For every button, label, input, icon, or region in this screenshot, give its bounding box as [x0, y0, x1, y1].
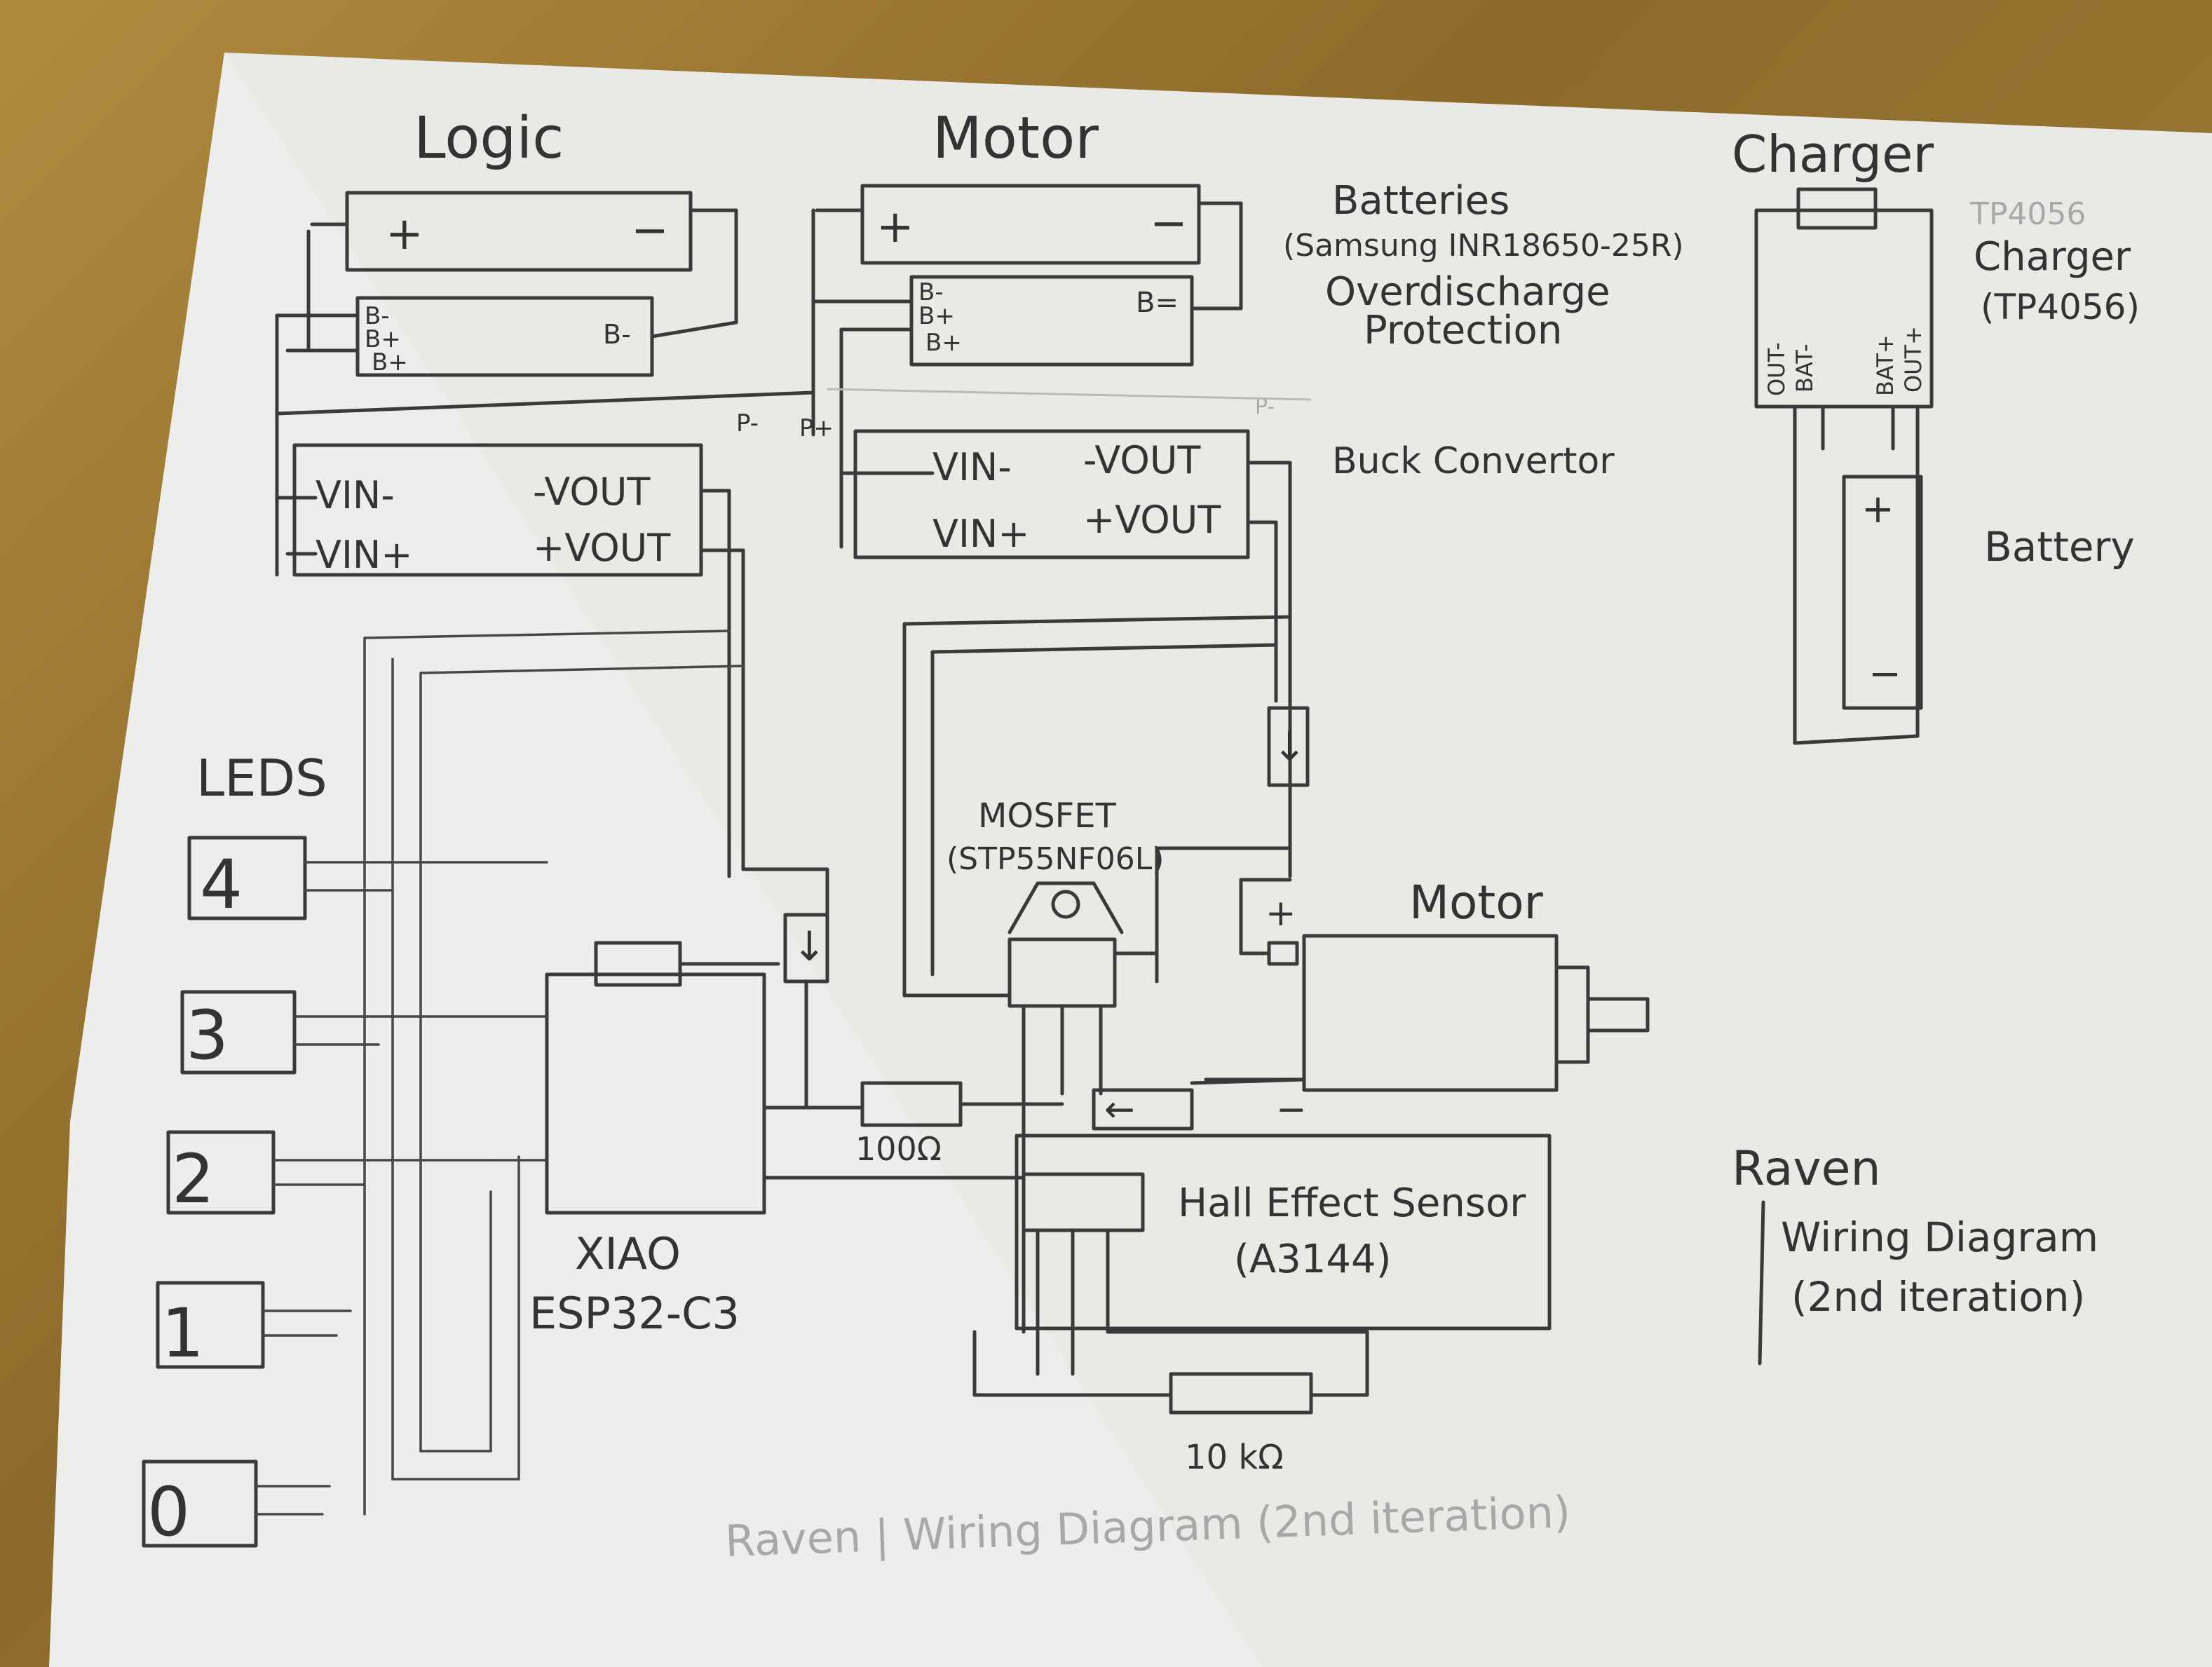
- hall-effect-sensor: Hall Effect Sensor (A3144): [972, 1134, 1552, 1397]
- led-1: 1: [156, 1281, 265, 1373]
- iteration-title: (2nd iteration): [1791, 1273, 2085, 1321]
- charger-bat-minus: BAT-: [1791, 343, 1818, 393]
- logic-b-minus: B-: [365, 302, 390, 330]
- charger-model-label: (TP4056): [1981, 287, 2140, 327]
- led-0: 0: [142, 1460, 258, 1551]
- mosfet-model-label: (STP55NF06L): [946, 841, 1164, 877]
- logic-b-plus: B+: [365, 325, 401, 353]
- charger-battery-minus: −: [1868, 651, 1901, 697]
- motor-b-minus: B-: [918, 278, 944, 306]
- battery-label: Battery: [1984, 523, 2135, 571]
- motor-vin-plus: VIN+: [932, 512, 1030, 556]
- motor-diode: ↓: [1267, 706, 1310, 850]
- logic-vout-minus: -VOUT: [533, 470, 651, 514]
- charger-battery: + −: [1793, 475, 1923, 745]
- logic-battery: + −: [310, 191, 738, 325]
- motor-title: Motor: [932, 105, 1099, 172]
- mosfet-label: MOSFET: [978, 796, 1117, 836]
- resistor-10k-label: 10 kΩ: [1185, 1438, 1284, 1477]
- raven-title: Raven: [1732, 1141, 1881, 1197]
- logic-battery-plus: +: [386, 208, 423, 260]
- motor-protection-board: B- B+ B+ B=: [811, 208, 1243, 549]
- charger-label: Charger: [1974, 234, 2131, 280]
- logic-vin-plus: VIN+: [315, 533, 413, 577]
- motor-battery: + −: [815, 184, 1243, 311]
- hall-sensor-model-label: (A3144): [1234, 1237, 1392, 1282]
- led-1-label: 1: [161, 1294, 204, 1373]
- overdischarge-label: Overdischarge: [1325, 269, 1610, 315]
- buck-converter-label: Buck Convertor: [1332, 440, 1615, 482]
- motor: + −: [1204, 846, 1650, 1131]
- logic-arrow-down: ↓: [792, 923, 827, 970]
- charger-battery-plus: +: [1861, 487, 1894, 532]
- led-wiring: [255, 630, 745, 1516]
- logic-buck-converter: VIN- VIN+ -VOUT +VOUT: [275, 443, 745, 878]
- charger-out-minus: OUT-: [1763, 342, 1790, 396]
- logic-b-minus-right: B-: [603, 319, 631, 350]
- led-3-label: 3: [186, 996, 229, 1075]
- motor-battery-plus: +: [876, 201, 914, 253]
- motor-plus: +: [1266, 892, 1296, 934]
- led-2: 2: [166, 1130, 276, 1218]
- motor-label: Motor: [1409, 876, 1544, 930]
- p-minus-label: P-: [736, 409, 759, 437]
- motor-b-plus: B+: [918, 302, 955, 330]
- wiring-diagram-title: Wiring Diagram: [1781, 1213, 2098, 1261]
- logic-title: Logic: [414, 105, 564, 172]
- led-2-label: 2: [172, 1140, 215, 1218]
- paper-shade: [224, 53, 2212, 1667]
- charger-bat-plus: BAT+: [1872, 334, 1899, 396]
- xiao-label: XIAO: [575, 1228, 681, 1279]
- motor-buck-converter: VIN- VIN+ -VOUT +VOUT: [839, 429, 1292, 850]
- charger-out-plus: OUT+: [1900, 326, 1927, 393]
- motor-arrow-down: ↓: [1273, 723, 1307, 770]
- resistor-100-ohm: 100Ω: [855, 1081, 1012, 1168]
- batteries-model-label: (Samsung INR18650-25R): [1283, 228, 1684, 264]
- logic-vout-plus: +VOUT: [533, 526, 671, 570]
- batteries-label: Batteries: [1332, 178, 1509, 224]
- motor-b-plus-2: B+: [925, 329, 962, 357]
- esp32-label: ESP32-C3: [529, 1288, 740, 1339]
- led-3: 3: [180, 990, 297, 1075]
- led-0-label: 0: [147, 1473, 190, 1551]
- led-list: 4 3 2 1 0: [142, 836, 307, 1551]
- resistor-100-label: 100Ω: [855, 1130, 942, 1168]
- logic-protection-board: B- B+ B+ B-: [275, 229, 738, 577]
- mosfet: [902, 615, 1292, 1334]
- charger-module: OUT- BAT- BAT+ OUT+: [1754, 187, 1934, 745]
- diode-arrow-left: ←: [1104, 1089, 1135, 1131]
- protection-label: Protection: [1364, 308, 1562, 353]
- motor-b-eq: B=: [1136, 287, 1179, 319]
- charger-faint-label: TP4056: [1969, 196, 2086, 232]
- p-plus-label: P+: [799, 414, 834, 442]
- motor-battery-minus: −: [1150, 198, 1188, 250]
- charger-title: Charger: [1732, 125, 1934, 184]
- leds-title: LEDS: [196, 749, 327, 808]
- logic-battery-minus: −: [631, 205, 669, 257]
- resistor-10k: 10 kΩ: [1169, 1372, 1369, 1477]
- motor-vout-minus: -VOUT: [1083, 438, 1201, 482]
- led-4-label: 4: [200, 845, 243, 924]
- motor-vin-minus: VIN-: [932, 445, 1012, 489]
- motor-vout-plus: +VOUT: [1083, 498, 1221, 542]
- logic-vin-minus: VIN-: [315, 473, 395, 517]
- motor-minus: −: [1276, 1089, 1307, 1131]
- logic-b-plus-2: B+: [372, 348, 408, 376]
- xiao-esp32: XIAO ESP32-C3 ↓: [529, 867, 1026, 1339]
- led-4: 4: [187, 836, 307, 924]
- hall-sensor-label: Hall Effect Sensor: [1178, 1180, 1526, 1226]
